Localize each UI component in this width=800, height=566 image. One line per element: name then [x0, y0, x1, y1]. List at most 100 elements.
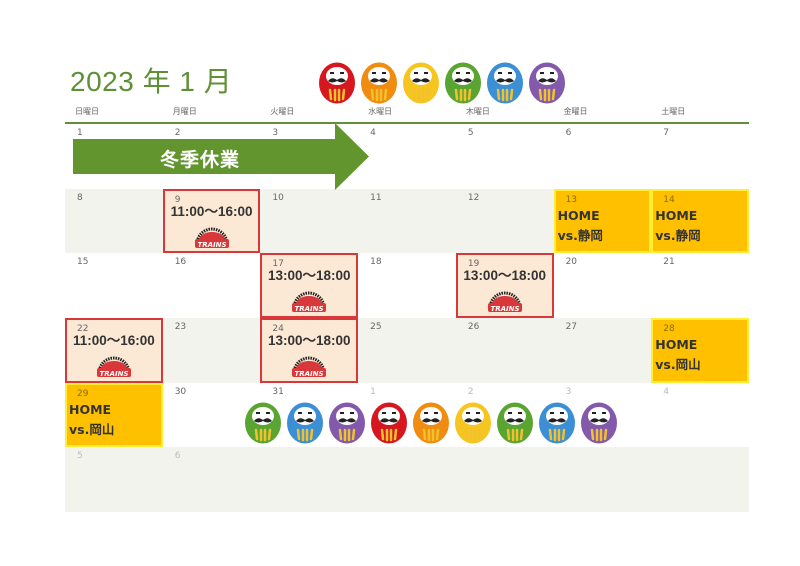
day-number: 22 — [77, 324, 89, 335]
day-number: 10 — [272, 192, 284, 203]
day-number: 19 — [467, 259, 480, 270]
opponent-label: vs.岡山 — [69, 421, 115, 437]
day-number: 20 — [565, 257, 578, 268]
calendar-day-cell[interactable]: 26 — [455, 318, 554, 383]
day-number: 6 — [565, 128, 572, 138]
calendar-day-cell[interactable]: 4 — [358, 124, 456, 189]
svg-text:TRAINS: TRAINS — [197, 241, 226, 249]
practice-day-cell[interactable]: 17 TRAINS 13:00〜18:00 — [260, 253, 359, 319]
practice-day-cell[interactable]: 22 TRAINS 11:00〜16:00 — [65, 318, 163, 383]
winter-break-label: 冬季休業 — [160, 149, 241, 171]
home-label: HOME — [655, 337, 698, 353]
practice-day-cell[interactable]: 19 TRAINS 13:00〜18:00 — [455, 253, 554, 319]
practice-time: 11:00〜16:00 — [72, 333, 155, 349]
opponent-label: vs.静岡 — [557, 227, 603, 243]
calendar-day-cell[interactable]: 2 — [163, 124, 261, 189]
calendar-day-cell[interactable]: 10 — [260, 188, 359, 254]
calendar-day-cell[interactable]: 5 — [65, 447, 163, 513]
calendar-day-cell[interactable]: 25 — [358, 318, 456, 383]
day-number: 23 — [174, 322, 187, 333]
day-number: 12 — [467, 192, 480, 203]
day-number: 5 — [467, 128, 474, 138]
home-label: HOME — [557, 207, 600, 223]
calendar-day-cell[interactable] — [260, 447, 359, 513]
day-number: 27 — [565, 322, 578, 333]
daruma-decoration-top — [318, 60, 566, 104]
daruma-icon — [487, 62, 523, 104]
calendar-day-cell[interactable]: 30 — [163, 383, 261, 448]
calendar-day-cell[interactable]: 16 — [163, 253, 261, 318]
calendar-day-cell[interactable]: 6 — [162, 447, 261, 513]
day-number: 3 — [565, 386, 572, 397]
day-number: 2 — [174, 128, 181, 138]
calendar-day-cell[interactable]: 20 — [554, 253, 652, 318]
practice-day-cell[interactable]: 9 TRAINS 11:00〜16:00 — [162, 188, 261, 254]
calendar-day-cell[interactable] — [651, 447, 749, 513]
svg-text:TRAINS: TRAINS — [99, 370, 128, 378]
calendar-day-cell[interactable]: 8 — [65, 188, 163, 254]
day-number: 13 — [565, 194, 578, 205]
weekday-sat: 土曜日 — [661, 107, 686, 116]
calendar-day-cell[interactable]: 18 — [358, 253, 456, 318]
calendar-day-cell[interactable]: 2 — [456, 383, 554, 448]
day-number: 4 — [370, 128, 376, 138]
calendar-day-cell[interactable]: 7 — [651, 124, 749, 189]
daruma-icon — [245, 402, 281, 444]
day-number: 6 — [174, 451, 181, 462]
weekday-header: 日曜日 月曜日 火曜日 水曜日 木曜日 金曜日 土曜日 — [65, 106, 749, 124]
trains-logo-icon: TRAINS — [194, 227, 229, 249]
daruma-icon — [497, 402, 533, 444]
weekday-fri: 金曜日 — [563, 107, 588, 116]
calendar-day-cell[interactable] — [455, 447, 554, 513]
day-number: 15 — [77, 257, 89, 268]
home-label: HOME — [69, 401, 112, 417]
calendar-day-cell[interactable]: 31 — [260, 383, 358, 448]
practice-time: 13:00〜18:00 — [463, 268, 546, 284]
day-number: 16 — [174, 257, 187, 268]
calendar-day-cell[interactable]: 23 — [162, 318, 261, 383]
calendar-day-cell[interactable]: 5 — [456, 124, 554, 189]
practice-day-cell[interactable]: 24 TRAINS 13:00〜18:00 — [260, 318, 359, 383]
calendar-day-cell[interactable]: 3 — [554, 383, 652, 448]
page-title: 2023 年 1 月 — [70, 66, 233, 97]
calendar-day-cell[interactable]: 3 — [260, 124, 358, 189]
day-number: 31 — [272, 386, 284, 397]
day-number: 11 — [370, 192, 382, 203]
day-number: 8 — [77, 192, 83, 203]
opponent-label: vs.静岡 — [655, 227, 701, 243]
daruma-icon — [413, 402, 449, 444]
day-number: 30 — [174, 386, 187, 397]
practice-time: 13:00〜18:00 — [268, 333, 351, 349]
calendar-day-cell[interactable]: 27 — [553, 318, 652, 383]
svg-text:TRAINS: TRAINS — [490, 305, 519, 313]
day-number: 7 — [663, 128, 670, 138]
day-number: 18 — [370, 257, 382, 268]
day-number: 17 — [272, 259, 284, 270]
calendar-day-cell[interactable]: 12 — [455, 188, 554, 254]
opponent-label: vs.岡山 — [655, 357, 701, 373]
practice-time: 13:00〜18:00 — [268, 268, 351, 284]
calendar-day-cell[interactable]: 15 — [65, 253, 163, 318]
day-number: 3 — [272, 128, 279, 138]
calendar-day-cell[interactable]: 6 — [554, 124, 652, 189]
winter-break-arrow-icon — [73, 123, 369, 190]
calendar-day-cell[interactable] — [358, 447, 456, 513]
weekday-sun: 日曜日 — [75, 107, 99, 116]
day-number: 25 — [370, 322, 382, 333]
day-number: 4 — [663, 386, 670, 397]
day-number: 14 — [663, 194, 675, 205]
weekday-thu: 木曜日 — [465, 107, 490, 116]
calendar-day-cell[interactable]: 4 — [651, 383, 749, 448]
calendar-day-cell[interactable]: 1 — [65, 124, 163, 189]
calendar-day-cell[interactable]: 1 — [358, 383, 456, 448]
daruma-icon — [445, 62, 481, 104]
calendar-day-cell[interactable]: 11 — [358, 188, 456, 254]
calendar-day-cell[interactable] — [553, 447, 652, 513]
day-number: 26 — [467, 322, 480, 333]
calendar-day-cell[interactable]: 21 — [651, 253, 749, 318]
